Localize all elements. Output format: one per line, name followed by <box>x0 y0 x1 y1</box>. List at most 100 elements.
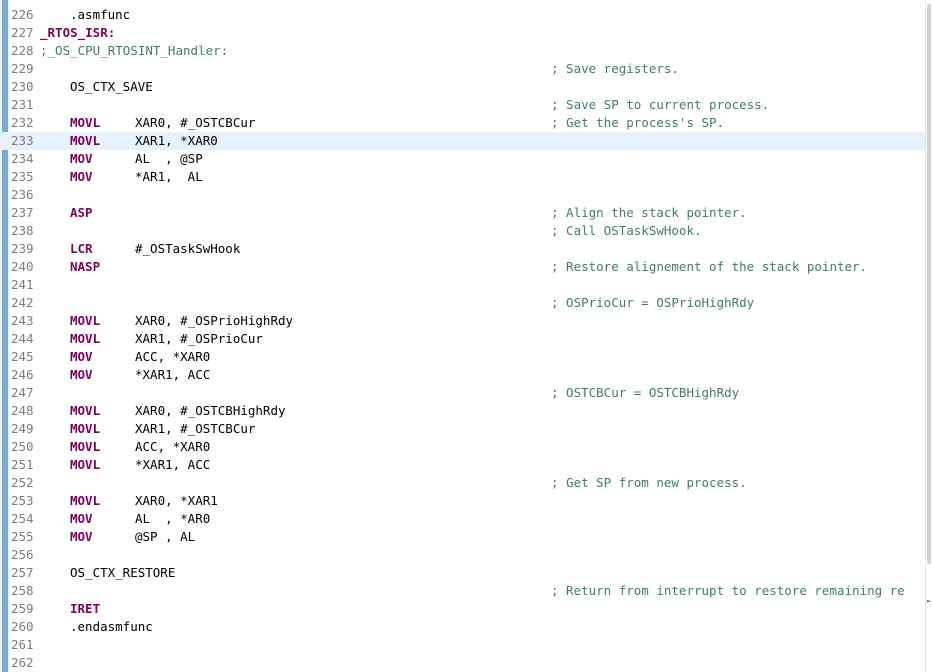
code-line[interactable]: 241 <box>0 276 926 294</box>
instruction-operands: *XAR1, ACC <box>135 457 211 472</box>
instruction-operands: XAR1, #_OSTCBCur <box>135 421 256 436</box>
code-line[interactable]: 253 MOVL XAR0, *XAR1 <box>0 492 926 510</box>
code-line[interactable]: 257 OS_CTX_RESTORE <box>0 564 926 582</box>
code-line[interactable]: 246 MOV *XAR1, ACC <box>0 366 926 384</box>
instruction-operands: #_OSTaskSwHook <box>135 241 241 256</box>
instruction-mnemonic: MOVL <box>70 313 101 328</box>
line-number: 261 <box>11 637 34 652</box>
code-comment: ; Restore alignement of the stack pointe… <box>551 259 868 274</box>
vertical-scrollbar[interactable] <box>925 0 932 672</box>
code-line[interactable]: 260 .endasmfunc <box>0 618 926 636</box>
instruction-mnemonic: MOVL <box>70 439 101 454</box>
code-line[interactable]: 228 ;_OS_CPU_RTOSINT_Handler: <box>0 42 926 60</box>
instruction-mnemonic: MOV <box>70 169 93 184</box>
code-line[interactable]: 247; OSTCBCur = OSTCBHighRdy <box>0 384 926 402</box>
code-comment: ; Align the stack pointer. <box>551 205 747 220</box>
line-number: 231 <box>11 97 34 112</box>
code-line[interactable]: 261 <box>0 636 926 654</box>
line-number: 229 <box>11 61 34 76</box>
code-line[interactable]: 227 _RTOS_ISR: <box>0 24 926 42</box>
instruction-operands: XAR1, *XAR0 <box>135 133 218 148</box>
instruction-operands: XAR0, #_OSPrioHighRdy <box>135 313 294 328</box>
line-number: 238 <box>11 223 34 238</box>
instruction-operands: XAR0, #_OSTCBHighRdy <box>135 403 286 418</box>
assembler-directive: OS_CTX_SAVE <box>70 79 153 94</box>
code-comment: ; Return from interrupt to restore remai… <box>551 583 905 598</box>
instruction-mnemonic: MOV <box>70 511 93 526</box>
code-line[interactable]: 229 ; Save registers. <box>0 60 926 78</box>
code-label: _RTOS_ISR: <box>40 25 116 40</box>
line-number: 256 <box>11 547 34 562</box>
code-line[interactable]: 226.asmfunc <box>0 6 926 24</box>
line-number: 257 <box>11 565 34 580</box>
line-number: 245 <box>11 349 34 364</box>
line-number: 227 <box>11 25 34 40</box>
line-number: 254 <box>11 511 34 526</box>
code-line[interactable]: 242 ; OSPrioCur = OSPrioHighRdy <box>0 294 926 312</box>
line-number: 260 <box>11 619 34 634</box>
line-number: 234 <box>11 151 34 166</box>
code-comment: ; Get the process's SP. <box>551 115 725 130</box>
instruction-mnemonic: MOV <box>70 367 93 382</box>
instruction-mnemonic: MOV <box>70 151 93 166</box>
code-line[interactable]: 256 <box>0 546 926 564</box>
instruction-operands: AL , *AR0 <box>135 511 211 526</box>
code-comment: ; OSPrioCur = OSPrioHighRdy <box>551 295 755 310</box>
line-number: 233 <box>11 133 34 148</box>
line-number: 252 <box>11 475 34 490</box>
line-number: 246 <box>11 367 34 382</box>
code-line[interactable]: 238 ; Call OSTaskSwHook. <box>0 222 926 240</box>
instruction-mnemonic: MOVL <box>70 493 101 508</box>
instruction-operands: XAR1, #_OSPrioCur <box>135 331 263 346</box>
line-number: 228 <box>11 43 34 58</box>
instruction-operands: *XAR1, ACC <box>135 367 211 382</box>
instruction-operands: XAR0, #_OSTCBCur <box>135 115 256 130</box>
instruction-mnemonic: MOVL <box>70 457 101 472</box>
assembler-directive: OS_CTX_RESTORE <box>70 565 176 580</box>
instruction-mnemonic: MOVL <box>70 403 101 418</box>
assembler-directive: .endasmfunc <box>70 619 153 634</box>
code-line[interactable]: 231; Save SP to current process. <box>0 96 926 114</box>
code-line[interactable]: 252; Get SP from new process. <box>0 474 926 492</box>
line-number: 237 <box>11 205 34 220</box>
code-line[interactable]: 258 ; Return from interrupt to restore re… <box>0 582 926 600</box>
line-number: 258 <box>11 583 34 598</box>
code-comment: ; Call OSTaskSwHook. <box>551 223 702 238</box>
code-line[interactable]: 237 ASP ; Align the stack pointer. <box>0 204 926 222</box>
code-line[interactable]: 262 <box>0 654 926 672</box>
instruction-mnemonic: NASP <box>70 259 101 274</box>
code-comment: ; Save registers. <box>551 61 679 76</box>
line-number: 253 <box>11 493 34 508</box>
code-line[interactable]: 240 NASP ; Restore alignement of the stack… <box>0 258 926 276</box>
line-number: 240 <box>11 259 34 274</box>
scrollbar-thumb[interactable] <box>927 4 931 564</box>
instruction-mnemonic: LCR <box>70 241 93 256</box>
instruction-mnemonic: MOV <box>70 349 93 364</box>
commented-label: ;_OS_CPU_RTOSINT_Handler: <box>40 43 229 58</box>
line-number: 235 <box>11 169 34 184</box>
code-line[interactable]: 254 MOV AL , *AR0 <box>0 510 926 528</box>
code-line[interactable]: 236 <box>0 186 926 204</box>
scroll-right-arrow-icon[interactable]: ► <box>926 597 932 605</box>
instruction-operands: @SP , AL <box>135 529 196 544</box>
instruction-mnemonic: ASP <box>70 205 93 220</box>
line-number: 242 <box>11 295 34 310</box>
instruction-operands: XAR0, *XAR1 <box>135 493 218 508</box>
line-number: 244 <box>11 331 34 346</box>
